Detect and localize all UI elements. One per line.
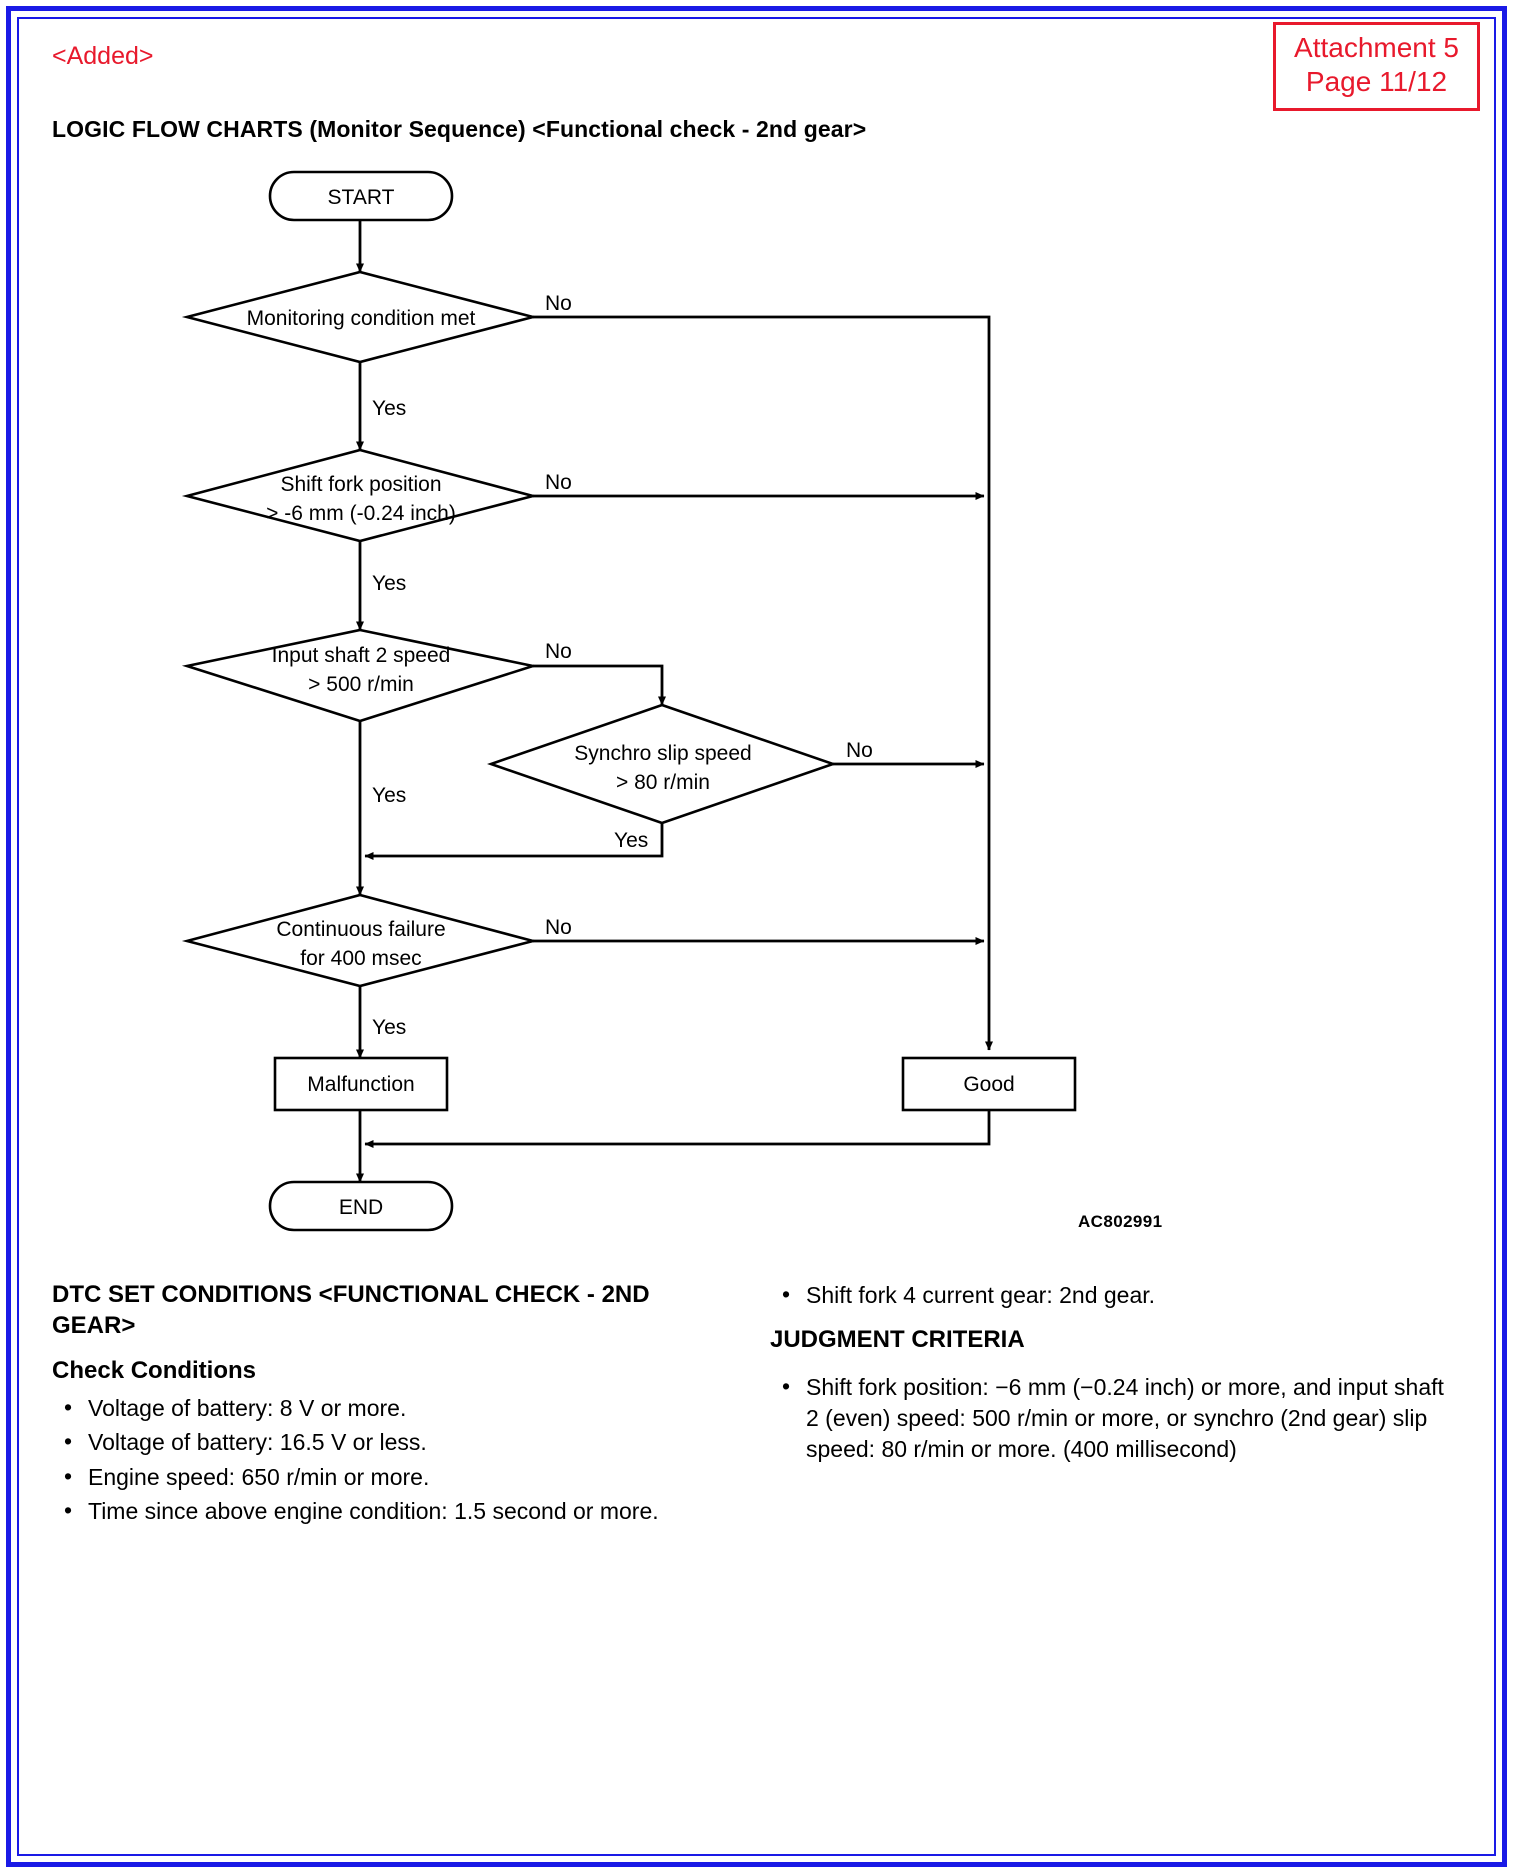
list-item: Voltage of battery: 16.5 V or less.	[64, 1426, 732, 1458]
node-end-label: END	[339, 1196, 383, 1219]
node-decision-synchro-slip-speed	[487, 703, 837, 825]
node-decision-shift-fork-position	[181, 448, 539, 543]
node-decision-input-shaft-speed-line2: > 500 r/min	[308, 673, 414, 696]
edge-label-yes-5: Yes	[372, 1016, 406, 1039]
node-start-label: START	[328, 186, 395, 209]
list-item: Shift fork position: −6 mm (−0.24 inch) …	[782, 1371, 1450, 1465]
node-decision-shift-fork-position-line2: > -6 mm (-0.24 inch)	[266, 502, 456, 525]
edge-label-no-4: No	[846, 739, 873, 762]
list-item: Shift fork 4 current gear: 2nd gear.	[782, 1279, 1450, 1311]
node-decision-monitoring	[181, 270, 539, 364]
edge-label-no-5: No	[545, 916, 572, 939]
node-good	[901, 1056, 1077, 1112]
edge-label-no-2: No	[545, 471, 572, 494]
edge-label-yes-2: Yes	[372, 572, 406, 595]
page-border-outer	[6, 6, 1507, 1867]
node-malfunction	[273, 1056, 449, 1112]
judgment-criteria-heading: JUDGMENT CRITERIA	[770, 1326, 1025, 1354]
page-title: LOGIC FLOW CHARTS (Monitor Sequence) <Fu…	[52, 116, 867, 142]
node-malfunction-label: Malfunction	[307, 1073, 414, 1096]
list-item: Engine speed: 650 r/min or more.	[64, 1461, 732, 1493]
added-marker: <Added>	[52, 42, 154, 70]
node-decision-continuous-failure-line1: Continuous failure	[276, 918, 445, 941]
node-decision-synchro-slip-speed-line1: Synchro slip speed	[574, 742, 751, 765]
node-good-label: Good	[963, 1073, 1014, 1096]
dtc-set-conditions-column: DTC SET CONDITIONS <FUNCTIONAL CHECK - 2…	[52, 1280, 732, 1541]
edge-d1-no	[533, 315, 993, 1051]
node-decision-input-shaft-speed	[181, 628, 539, 723]
edge-d4-yes	[364, 823, 664, 860]
node-decision-input-shaft-speed-line1: Input shaft 2 speed	[272, 644, 451, 667]
edge-d3-no	[533, 664, 666, 706]
check-conditions-list: Voltage of battery: 8 V or more. Voltage…	[52, 1392, 732, 1527]
node-decision-continuous-failure	[181, 893, 539, 988]
edge-label-no-3: No	[545, 640, 572, 663]
node-decision-synchro-slip-speed-line2: > 80 r/min	[616, 771, 710, 794]
diagram-reference-code: AC802991	[1078, 1212, 1163, 1231]
attachment-page: Page 11/12	[1305, 66, 1448, 98]
list-item: Voltage of battery: 8 V or more.	[64, 1392, 732, 1424]
edge-label-yes-4: Yes	[614, 829, 648, 852]
node-end	[268, 1180, 454, 1232]
logic-flow-chart: START Monitoring condition met No Yes Sh…	[181, 170, 1077, 1232]
page-border-inner	[17, 17, 1496, 1856]
attachment-number: Attachment 5	[1294, 32, 1459, 63]
edge-good-to-end	[364, 1110, 991, 1148]
judgment-criteria-list: Shift fork position: −6 mm (−0.24 inch) …	[770, 1371, 1450, 1465]
attachment-stamp: Attachment 5 Page 11/12	[1273, 22, 1480, 112]
shift-fork-gear-list: Shift fork 4 current gear: 2nd gear.	[770, 1279, 1450, 1311]
node-decision-continuous-failure-line2: for 400 msec	[300, 947, 421, 970]
edge-label-no-1: No	[545, 292, 572, 315]
list-item: Time since above engine condition: 1.5 s…	[64, 1495, 732, 1527]
judgment-criteria-column: Shift fork 4 current gear: 2nd gear. JUD…	[770, 1279, 1450, 1541]
node-decision-shift-fork-position-line1: Shift fork position	[280, 473, 441, 496]
bottom-text-area: DTC SET CONDITIONS <FUNCTIONAL CHECK - 2…	[52, 1279, 1462, 1541]
edge-label-yes-1: Yes	[372, 397, 406, 420]
edge-label-yes-3: Yes	[372, 784, 406, 807]
node-start	[268, 170, 454, 222]
check-conditions-heading: Check Conditions	[52, 1357, 257, 1385]
node-decision-monitoring-label: Monitoring condition met	[247, 307, 476, 330]
dtc-set-conditions-heading: DTC SET CONDITIONS <FUNCTIONAL CHECK - 2…	[52, 1281, 650, 1339]
